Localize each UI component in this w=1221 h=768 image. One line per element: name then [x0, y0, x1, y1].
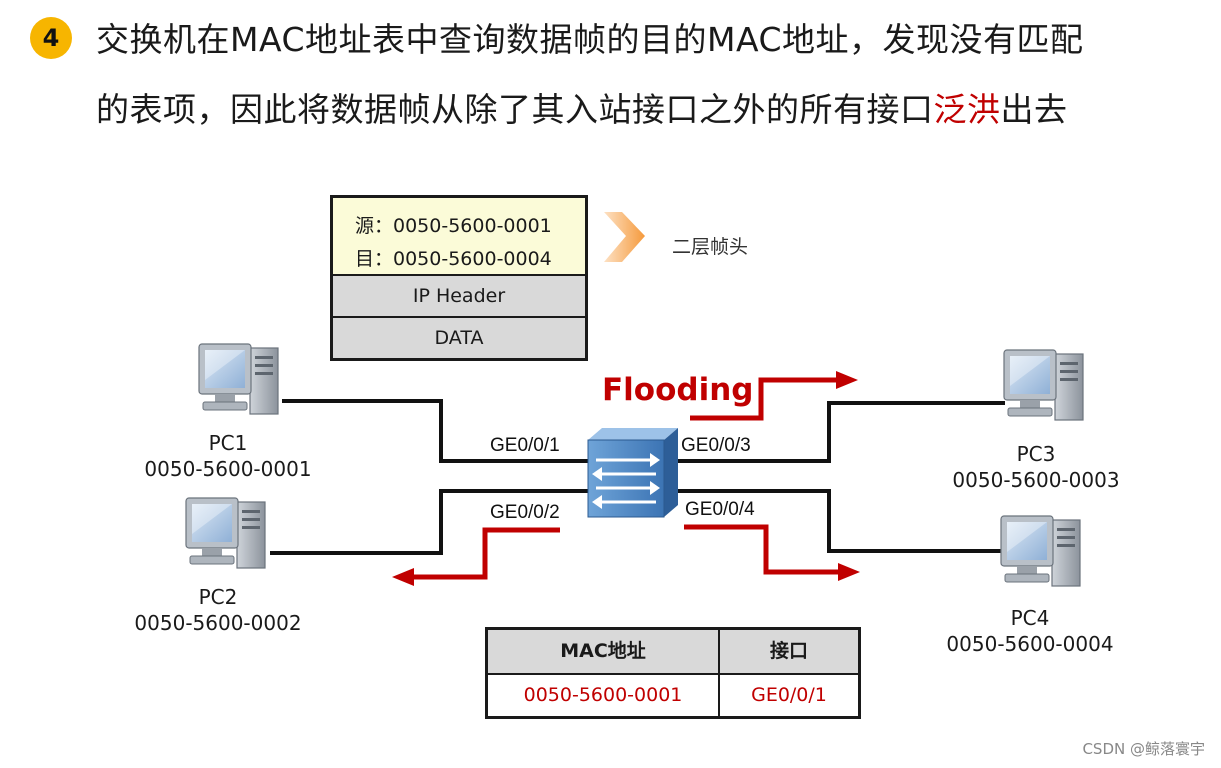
link-pc1 [282, 399, 588, 463]
pc4-name: PC4 [1010, 606, 1050, 630]
link-pc4 [676, 489, 1003, 553]
pc1-label: PC1 0050-5600-0001 [140, 430, 316, 482]
frame-data: DATA [333, 318, 585, 358]
mac-address-table: MAC地址 接口 0050-5600-0001 GE0/0/1 [485, 627, 861, 719]
pc2-computer-icon [185, 497, 266, 569]
step-description-line1: 交换机在MAC地址表中查询数据帧的目的MAC地址，发现没有匹配 [96, 20, 1084, 59]
flood-arrow-to-pc3 [690, 371, 858, 421]
pc4-computer-icon [1000, 515, 1081, 587]
mac-table-cell-port: GE0/0/1 [751, 684, 827, 706]
flood-highlight-text: 泛洪 [933, 90, 1001, 129]
layer2-header-label: 二层帧头 [672, 236, 749, 258]
pc3-computer-icon [1003, 349, 1084, 421]
layer2-header-arrow-icon [604, 212, 645, 262]
watermark: CSDN @鲸落寰宇 [1082, 740, 1205, 758]
mac-table-header-port: 接口 [720, 630, 858, 675]
port-label-ge004: GE0/0/4 [685, 499, 755, 520]
pc4-mac: 0050-5600-0004 [946, 632, 1114, 656]
mac-table-cell-mac: 0050-5600-0001 [488, 675, 720, 716]
pc3-name: PC3 [1016, 442, 1056, 466]
pc2-label: PC2 0050-5600-0002 [128, 584, 308, 636]
frame-destination-mac: 目：0050-5600-0004 [355, 248, 552, 270]
line2-text-post: 出去 [1000, 90, 1068, 129]
pc3-label: PC3 0050-5600-0003 [946, 441, 1126, 493]
mac-table-header-mac: MAC地址 [488, 630, 720, 675]
link-pc3 [676, 401, 1005, 463]
step-number-badge: 4 [30, 17, 72, 59]
frame-l2-header: 源：0050-5600-0001 目：0050-5600-0004 [333, 198, 585, 276]
flood-arrow-to-pc2 [392, 527, 560, 586]
pc1-name: PC1 [208, 431, 248, 455]
step-description-line2: 的表项，因此将数据帧从除了其入站接口之外的所有接口泛洪出去 [96, 90, 1068, 130]
pc2-mac: 0050-5600-0002 [134, 611, 302, 635]
port-label-ge003: GE0/0/3 [681, 435, 751, 456]
switch-icon [587, 428, 678, 518]
port-label-ge002: GE0/0/2 [490, 502, 560, 523]
line2-text-pre: 的表项，因此将数据帧从除了其入站接口之外的所有接口 [96, 90, 934, 129]
frame-ip-header: IP Header [333, 276, 585, 318]
port-label-ge001: GE0/0/1 [490, 435, 560, 456]
link-pc2 [270, 489, 588, 555]
flood-arrow-to-pc4 [684, 524, 860, 581]
pc3-mac: 0050-5600-0003 [952, 468, 1120, 492]
data-frame-diagram: 源：0050-5600-0001 目：0050-5600-0004 IP Hea… [330, 195, 588, 361]
pc2-name: PC2 [198, 585, 238, 609]
pc4-label: PC4 0050-5600-0004 [940, 605, 1120, 657]
flooding-label: Flooding [602, 372, 754, 408]
frame-source-mac: 源：0050-5600-0001 [355, 215, 552, 237]
pc1-computer-icon [198, 343, 279, 415]
pc1-mac: 0050-5600-0001 [144, 457, 312, 481]
